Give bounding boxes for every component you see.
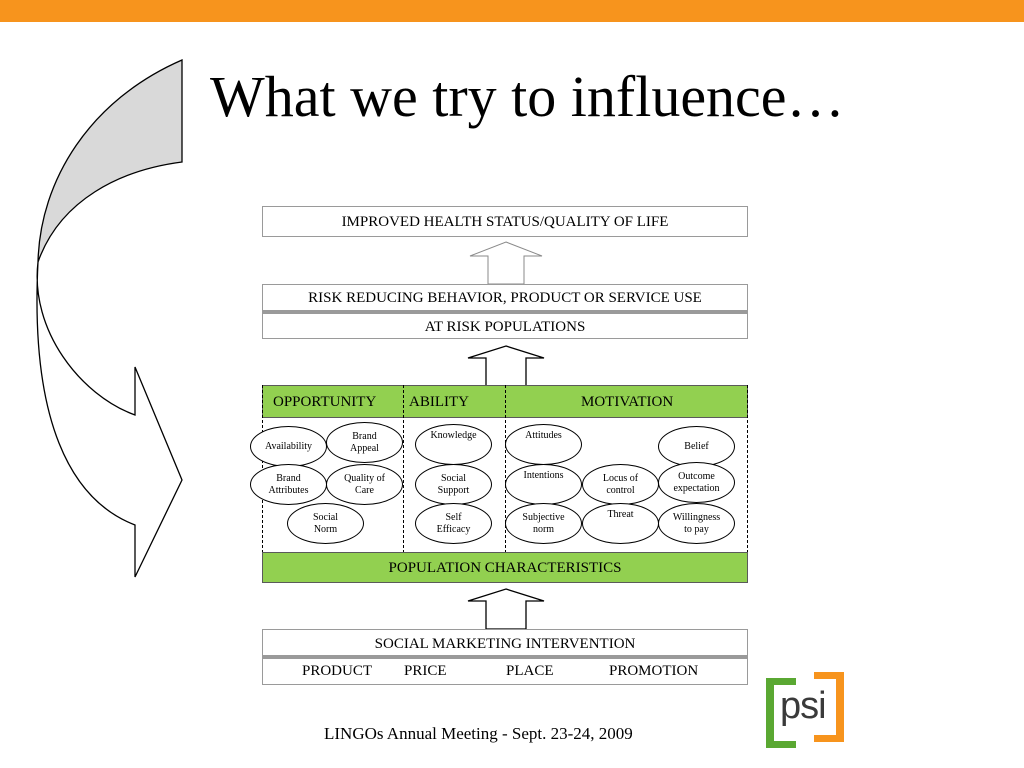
factor-intentions: Intentions (505, 464, 582, 505)
p-place: PLACE (506, 663, 554, 679)
factor-knowledge: Knowledge (415, 424, 492, 465)
double-rule (262, 311, 748, 313)
improved-health-box: IMPROVED HEALTH STATUS/QUALITY OF LIFE (262, 206, 748, 237)
up-arrow-2 (467, 345, 545, 387)
divider-opportunity-ability (403, 385, 404, 553)
curved-arrow-graphic (36, 59, 183, 578)
risk-reducing-label: RISK REDUCING BEHAVIOR, PRODUCT OR SERVI… (308, 290, 702, 306)
p-promotion: PROMOTION (609, 663, 699, 679)
four-ps-box: PRODUCT PRICE PLACE PROMOTION (262, 658, 748, 685)
top-accent-bar (0, 0, 1024, 22)
up-arrow-3 (467, 588, 545, 630)
p-product: PRODUCT (302, 663, 373, 679)
slide-title: What we try to influence… (210, 64, 845, 129)
factor-threat: Threat (582, 503, 659, 544)
opportunity-header: OPPORTUNITY (273, 394, 377, 410)
population-characteristics-bar: POPULATION CHARACTERISTICS (262, 552, 748, 583)
risk-reducing-box: RISK REDUCING BEHAVIOR, PRODUCT OR SERVI… (262, 284, 748, 311)
at-risk-box: AT RISK POPULATIONS (262, 313, 748, 339)
double-rule-2 (262, 656, 748, 658)
ability-header: ABILITY (409, 394, 469, 410)
psi-logo-text: psi (780, 685, 827, 727)
up-arrow-1 (469, 241, 543, 285)
intervention-label: SOCIAL MARKETING INTERVENTION (374, 636, 636, 652)
at-risk-label: AT RISK POPULATIONS (424, 319, 586, 335)
divider-ability-motivation (505, 385, 506, 553)
divider-right-edge (747, 385, 748, 553)
factor-availability: Availability (250, 426, 327, 467)
psi-logo: psi (766, 672, 846, 748)
slide-footer: LINGOs Annual Meeting - Sept. 23-24, 200… (324, 724, 633, 743)
p-price: PRICE (404, 663, 447, 679)
motivation-header: MOTIVATION (581, 394, 674, 410)
population-characteristics-label: POPULATION CHARACTERISTICS (388, 560, 622, 576)
factor-belief: Belief (658, 426, 735, 467)
factor-attitudes: Attitudes (505, 424, 582, 465)
intervention-box: SOCIAL MARKETING INTERVENTION (262, 629, 748, 656)
improved-health-label: IMPROVED HEALTH STATUS/QUALITY OF LIFE (341, 214, 669, 230)
